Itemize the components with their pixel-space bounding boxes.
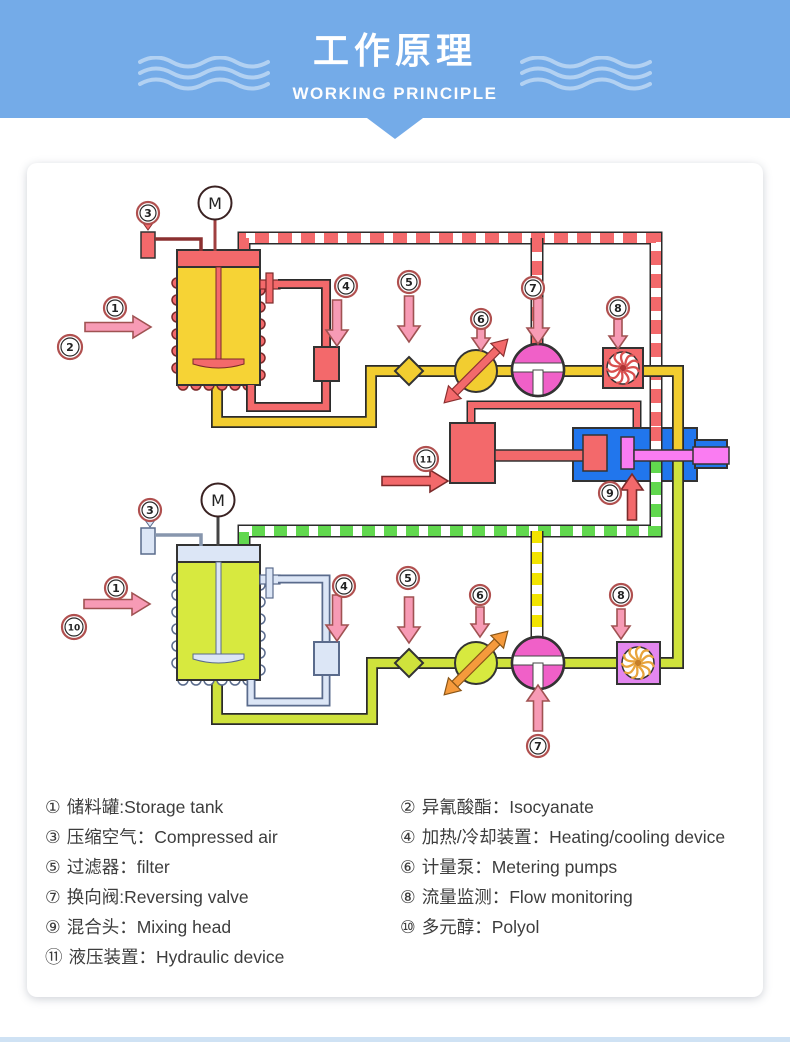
header-banner: 工作原理 WORKING PRINCIPLE (0, 0, 790, 118)
marker-11: 11 (412, 445, 440, 473)
svg-text:5: 5 (405, 276, 413, 289)
page-subtitle: WORKING PRINCIPLE (292, 84, 498, 103)
marker-7-polyol: 7 (525, 733, 551, 759)
svg-text:5: 5 (404, 572, 412, 585)
svg-text:3: 3 (146, 504, 154, 517)
svg-text:8: 8 (617, 589, 625, 602)
pipe-flange (265, 567, 274, 599)
motor-label: M (211, 491, 225, 510)
svg-text:10: 10 (68, 624, 81, 634)
reversing-valve-polyol (510, 635, 566, 691)
filter-polyol (393, 647, 425, 679)
marker-2: 2 (56, 333, 84, 361)
flow-monitor-polyol (616, 641, 661, 685)
marker-8-iso: 8 (605, 295, 631, 321)
svg-text:8: 8 (614, 302, 622, 315)
svg-text:1: 1 (112, 582, 120, 595)
marker-8-polyol: 8 (608, 582, 634, 608)
marker-3-polyol: 3 (137, 497, 163, 523)
motor-icon (197, 185, 233, 221)
svg-text:3: 3 (144, 207, 152, 220)
motor-label: M (208, 194, 222, 213)
wave-decoration-right (520, 56, 652, 91)
agitator-blade (192, 653, 245, 664)
marker-9: 9 (597, 480, 623, 506)
diagram-card: M (27, 163, 763, 997)
hydraulic-rod (494, 449, 586, 462)
banner-pointer (367, 118, 423, 139)
marker-1-polyol: 1 (103, 575, 129, 601)
pipe-flange (265, 272, 274, 304)
marker-1-iso: 1 (102, 295, 128, 321)
svg-text:6: 6 (477, 313, 485, 326)
heating-cooling-device-iso (313, 346, 340, 382)
agitator-shaft (215, 561, 222, 655)
hydraulic-piston (582, 434, 608, 472)
svg-text:4: 4 (342, 280, 350, 293)
hydraulic-device (449, 422, 496, 484)
heating-cooling-loop-polyol (246, 574, 340, 707)
iso-main-pipe (211, 365, 684, 449)
marker-5-polyol: 5 (395, 565, 421, 591)
metering-pump-iso (443, 338, 509, 404)
svg-text:7: 7 (534, 740, 542, 753)
process-diagram: M (56, 185, 730, 759)
polyol-dashed-line (237, 460, 663, 639)
svg-text:11: 11 (420, 456, 433, 466)
svg-text:1: 1 (111, 302, 119, 315)
wave-decoration-left (138, 56, 270, 91)
diagram-markers: 3 1 2 4 5 6 7 8 11 9 3 1 10 4 5 6 8 7 (56, 200, 634, 759)
hydraulic-circuit (449, 400, 642, 484)
marker-4-iso: 4 (333, 273, 359, 299)
svg-text:6: 6 (476, 589, 484, 602)
marker-6-iso: 6 (469, 307, 493, 331)
marker-4-polyol: 4 (331, 573, 357, 599)
polyol-main-pipe (211, 461, 684, 725)
svg-text:7: 7 (529, 282, 537, 295)
heating-cooling-loop-iso (246, 279, 340, 412)
compressed-air-valve-iso (140, 222, 203, 259)
marker-3-iso: 3 (135, 200, 161, 226)
svg-text:9: 9 (606, 487, 614, 500)
marker-6-polyol: 6 (468, 583, 492, 607)
marker-5-iso: 5 (396, 269, 422, 295)
mixing-head-piston (620, 436, 730, 470)
storage-tank-iso: M (171, 185, 281, 391)
page-title: 工作原理 (312, 30, 477, 71)
svg-text:2: 2 (66, 341, 74, 354)
flow-monitor-iso (602, 347, 644, 389)
filter-iso (393, 355, 425, 387)
storage-tank-polyol: M (171, 482, 281, 686)
marker-10: 10 (60, 613, 88, 641)
reversing-valve-iso (510, 342, 566, 398)
motor-icon (200, 482, 236, 518)
heating-cooling-device-polyol (313, 641, 340, 676)
agitator-blade (192, 358, 245, 369)
bottom-accent-bar (0, 1037, 790, 1042)
marker-7-iso: 7 (520, 275, 546, 301)
agitator-shaft (215, 266, 222, 360)
svg-text:4: 4 (340, 580, 348, 593)
metering-pump-polyol (443, 630, 509, 696)
